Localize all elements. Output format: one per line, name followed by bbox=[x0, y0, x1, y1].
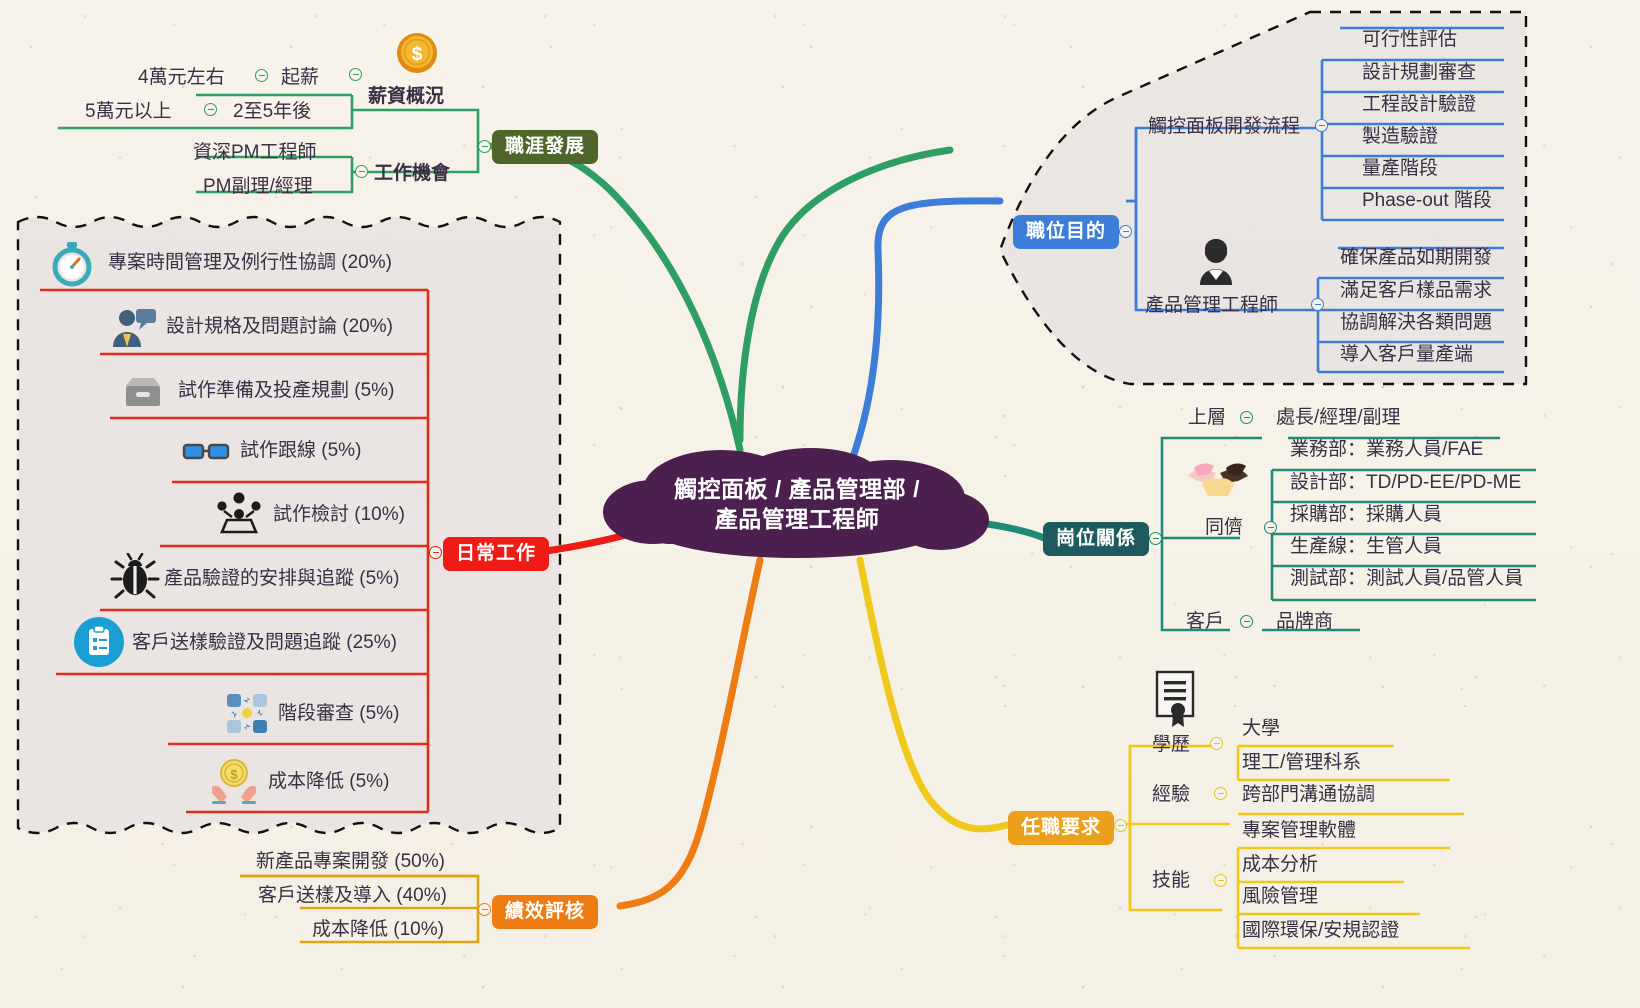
toggle-education[interactable] bbox=[1210, 737, 1223, 750]
purpose-flow-item-4: 量產階段 bbox=[1362, 158, 1439, 179]
requirements-skills-item-2: 風險管理 bbox=[1242, 886, 1319, 907]
purpose-role-item-1: 滿足客戶樣品需求 bbox=[1340, 280, 1493, 301]
toggle-salary-after[interactable] bbox=[204, 103, 217, 116]
daily-item-2: 試作準備及投產規劃 (5%) bbox=[178, 380, 395, 401]
box-icon bbox=[120, 370, 166, 421]
career-salary-label: 薪資概況 bbox=[368, 86, 445, 107]
daily-item-1: 設計規格及問題討論 (20%) bbox=[166, 316, 393, 337]
toggle-experience[interactable] bbox=[1214, 787, 1227, 800]
purpose-role-item-3: 導入客戶量產端 bbox=[1340, 344, 1474, 365]
requirements-experience-item-0: 跨部門溝通協調 bbox=[1242, 784, 1376, 805]
central-topic[interactable]: 觸控面板 / 產品管理部 / 產品管理工程師 bbox=[601, 446, 993, 562]
daily-item-8: 成本降低 (5%) bbox=[268, 771, 390, 792]
svg-text:$: $ bbox=[230, 767, 238, 782]
performance-item-2: 成本降低 (10%) bbox=[312, 919, 444, 940]
toggle-daily-work[interactable] bbox=[429, 546, 442, 559]
toggle-upper[interactable] bbox=[1240, 411, 1253, 424]
requirements-education-label: 學歷 bbox=[1152, 734, 1191, 755]
bearded-person-icon bbox=[1189, 233, 1243, 292]
toggle-peers[interactable] bbox=[1264, 521, 1277, 534]
requirements-skills-item-1: 成本分析 bbox=[1242, 854, 1319, 875]
daily-item-0: 專案時間管理及例行性協調 (20%) bbox=[108, 252, 392, 273]
central-topic-line2: 產品管理工程師 bbox=[714, 506, 880, 532]
workflow-icon bbox=[222, 690, 272, 743]
branch-job-requirements[interactable]: 任職要求 bbox=[1008, 811, 1115, 845]
relations-customer-label: 客戶 bbox=[1186, 611, 1225, 632]
certificate-icon bbox=[1148, 668, 1202, 735]
daily-item-5: 產品驗證的安排與追蹤 (5%) bbox=[164, 568, 400, 589]
daily-item-6: 客戶送樣驗證及問題追蹤 (25%) bbox=[132, 632, 397, 653]
branch-performance-review[interactable]: 績效評核 bbox=[492, 895, 599, 929]
daily-item-3: 試作跟線 (5%) bbox=[240, 440, 362, 461]
requirements-skills-item-0: 專案管理軟體 bbox=[1242, 820, 1357, 841]
salary-item-0-value: 4萬元左右 bbox=[138, 67, 225, 88]
performance-item-0: 新產品專案開發 (50%) bbox=[256, 851, 445, 872]
salary-item-0-key: 起薪 bbox=[281, 67, 320, 88]
relations-upper-value: 處長/經理/副理 bbox=[1276, 407, 1401, 428]
purpose-flow-item-1: 設計規劃審查 bbox=[1362, 62, 1477, 83]
toggle-job-relations[interactable] bbox=[1149, 532, 1162, 545]
stopwatch-icon bbox=[48, 239, 96, 292]
purpose-flow-item-2: 工程設計驗證 bbox=[1362, 94, 1477, 115]
branch-job-relations[interactable]: 崗位關係 bbox=[1043, 522, 1150, 556]
purpose-flow-label: 觸控面板開發流程 bbox=[1148, 116, 1301, 137]
toggle-customer[interactable] bbox=[1240, 615, 1253, 628]
relations-peers-label: 同儕 bbox=[1205, 517, 1244, 538]
branch-position-purpose[interactable]: 職位目的 bbox=[1013, 215, 1120, 249]
relations-customer-value: 品牌商 bbox=[1276, 611, 1334, 632]
career-jobs-item-1: PM副理/經理 bbox=[203, 176, 313, 197]
relations-peers-item-1: 設計部：TD/PD-EE/PD-ME bbox=[1290, 472, 1522, 493]
daily-item-4: 試作檢討 (10%) bbox=[273, 504, 405, 525]
glasses-icon bbox=[182, 437, 230, 474]
toggle-career-development[interactable] bbox=[478, 140, 491, 153]
daily-item-7: 階段審查 (5%) bbox=[278, 703, 400, 724]
toggle-skills[interactable] bbox=[1214, 874, 1227, 887]
salary-item-1-value: 5萬元以上 bbox=[85, 101, 172, 122]
relations-peers-item-4: 測試部：測試人員/品管人員 bbox=[1290, 568, 1524, 589]
branch-daily-work[interactable]: 日常工作 bbox=[443, 537, 550, 571]
central-topic-line1: 觸控面板 / 產品管理部 / bbox=[674, 475, 920, 502]
relations-upper-label: 上層 bbox=[1188, 407, 1227, 428]
clipboard-icon bbox=[74, 617, 124, 672]
coin-hands-icon: $ bbox=[208, 757, 260, 812]
toggle-job-requirements[interactable] bbox=[1114, 819, 1127, 832]
branch-career-development[interactable]: 職涯發展 bbox=[492, 130, 599, 164]
purpose-flow-item-5: Phase-out 階段 bbox=[1362, 190, 1492, 211]
relations-peers-item-2: 採購部：採購人員 bbox=[1290, 504, 1443, 525]
relations-peers-item-0: 業務部：業務人員/FAE bbox=[1290, 439, 1484, 460]
purpose-role-label: 產品管理工程師 bbox=[1145, 295, 1279, 316]
toggle-jobs[interactable] bbox=[355, 165, 368, 178]
requirements-skills-item-3: 國際環保/安規認證 bbox=[1242, 920, 1400, 941]
career-jobs-item-0: 資深PM工程師 bbox=[193, 142, 317, 163]
requirements-skills-label: 技能 bbox=[1152, 870, 1191, 891]
person-speech-icon bbox=[110, 305, 158, 358]
toggle-salary-start[interactable] bbox=[255, 69, 268, 82]
salary-item-1-key: 2至5年後 bbox=[233, 101, 312, 122]
svg-text:$: $ bbox=[412, 44, 423, 65]
bug-icon bbox=[110, 552, 160, 604]
purpose-role-item-2: 協調解決各類問題 bbox=[1340, 312, 1493, 333]
relations-peers-item-3: 生產線：生管人員 bbox=[1290, 536, 1443, 557]
purpose-flow-item-3: 製造驗證 bbox=[1362, 126, 1439, 147]
requirements-education-item-1: 理工/管理科系 bbox=[1242, 752, 1362, 773]
purpose-role-item-0: 確保產品如期開發 bbox=[1340, 247, 1493, 268]
requirements-experience-label: 經驗 bbox=[1152, 784, 1191, 805]
requirements-education-item-0: 大學 bbox=[1242, 718, 1281, 739]
handshake-icon bbox=[1186, 454, 1250, 515]
coin-dollar-icon: $ bbox=[393, 28, 441, 81]
meeting-icon bbox=[214, 492, 264, 541]
toggle-salary[interactable] bbox=[349, 68, 362, 81]
toggle-position-purpose[interactable] bbox=[1119, 225, 1132, 238]
purpose-flow-item-0: 可行性評估 bbox=[1362, 29, 1458, 50]
performance-item-1: 客戶送樣及導入 (40%) bbox=[258, 885, 447, 906]
toggle-performance-review[interactable] bbox=[478, 903, 491, 916]
toggle-dev-flow[interactable] bbox=[1315, 119, 1328, 132]
toggle-pm-engineer[interactable] bbox=[1311, 298, 1324, 311]
career-jobs-label: 工作機會 bbox=[374, 163, 451, 184]
